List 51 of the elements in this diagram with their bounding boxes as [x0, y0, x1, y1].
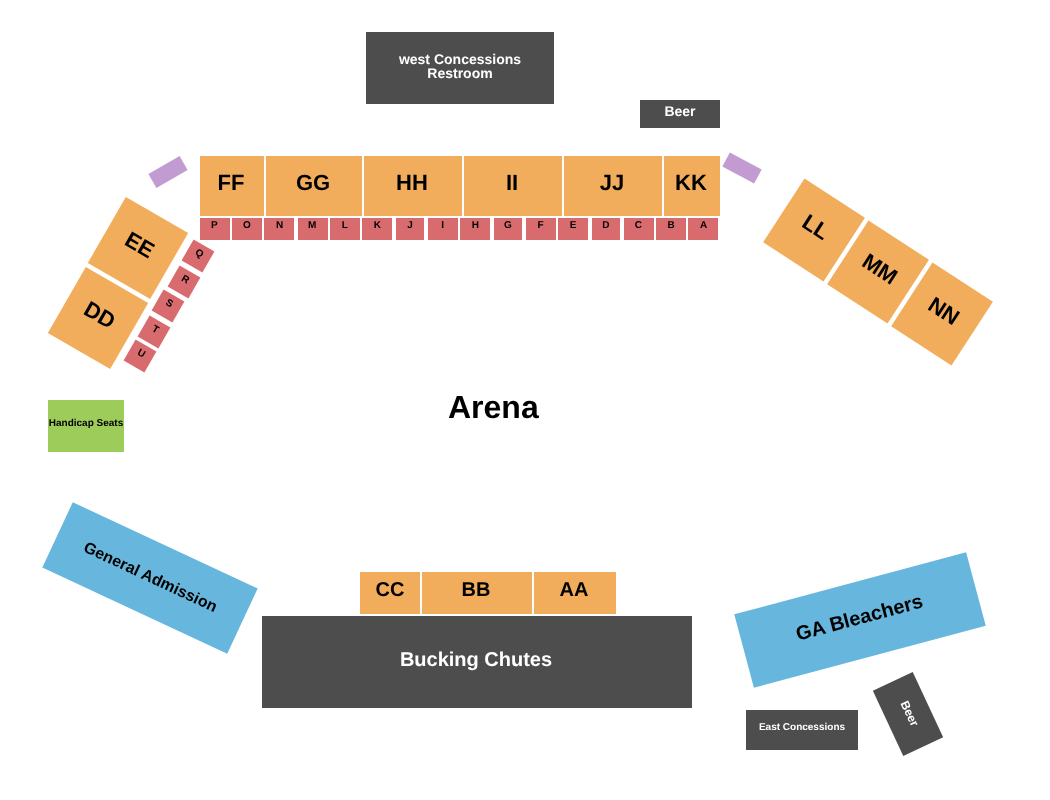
seating-section: [663, 156, 719, 216]
seating-section: [525, 217, 556, 239]
seating-section: [493, 217, 523, 239]
section-label: AA: [559, 582, 589, 604]
seating-section: [688, 217, 719, 239]
seating-section: [232, 217, 262, 239]
seating-section: [395, 217, 425, 239]
seating-section: [137, 314, 171, 348]
section-label: NN: [922, 295, 962, 333]
section-label: KK: [675, 174, 707, 198]
seating-section: [152, 289, 185, 323]
section-label: II: [505, 174, 519, 198]
section-label: DD: [77, 300, 117, 336]
seating-section: [199, 217, 230, 239]
section-label: FF: [217, 174, 245, 198]
section-label: CC: [375, 582, 405, 604]
seating-section: [623, 217, 654, 239]
seating-section: [591, 217, 621, 239]
seating-section: [265, 156, 361, 216]
seating-section: [297, 217, 327, 239]
seating-section: [123, 340, 156, 373]
seating-section: [360, 572, 420, 614]
seating-section: [199, 156, 263, 216]
seating-section: [330, 217, 360, 239]
seating-section: [166, 264, 200, 298]
section-label: EE: [118, 231, 156, 267]
seating-section: [533, 572, 615, 614]
section-label: GG: [295, 174, 331, 198]
seating-section: [460, 217, 491, 239]
seating-section: [558, 217, 588, 239]
seating-section: [421, 572, 531, 614]
seating-section: [363, 156, 461, 216]
concession-stand: [366, 32, 554, 104]
seating-section: [181, 239, 214, 273]
section-label: Bucking Chutes: [399, 651, 553, 673]
concession-stand: [746, 710, 858, 750]
bucking-chutes-area: [261, 616, 691, 708]
seating-section: [362, 217, 393, 239]
seating-section: [264, 217, 295, 239]
seating-section: [48, 400, 124, 452]
arena-label: Arena: [448, 392, 539, 428]
section-label: BB: [461, 582, 491, 604]
section-label: LL: [796, 212, 832, 247]
seating-section: [427, 217, 458, 239]
section-label: MM: [856, 252, 900, 292]
section-label: HH: [396, 174, 428, 198]
seating-section: [563, 156, 661, 216]
seating-section: [463, 156, 561, 216]
beer-stand: [640, 100, 720, 128]
seating-section: [656, 217, 686, 239]
section-label: JJ: [599, 174, 625, 198]
